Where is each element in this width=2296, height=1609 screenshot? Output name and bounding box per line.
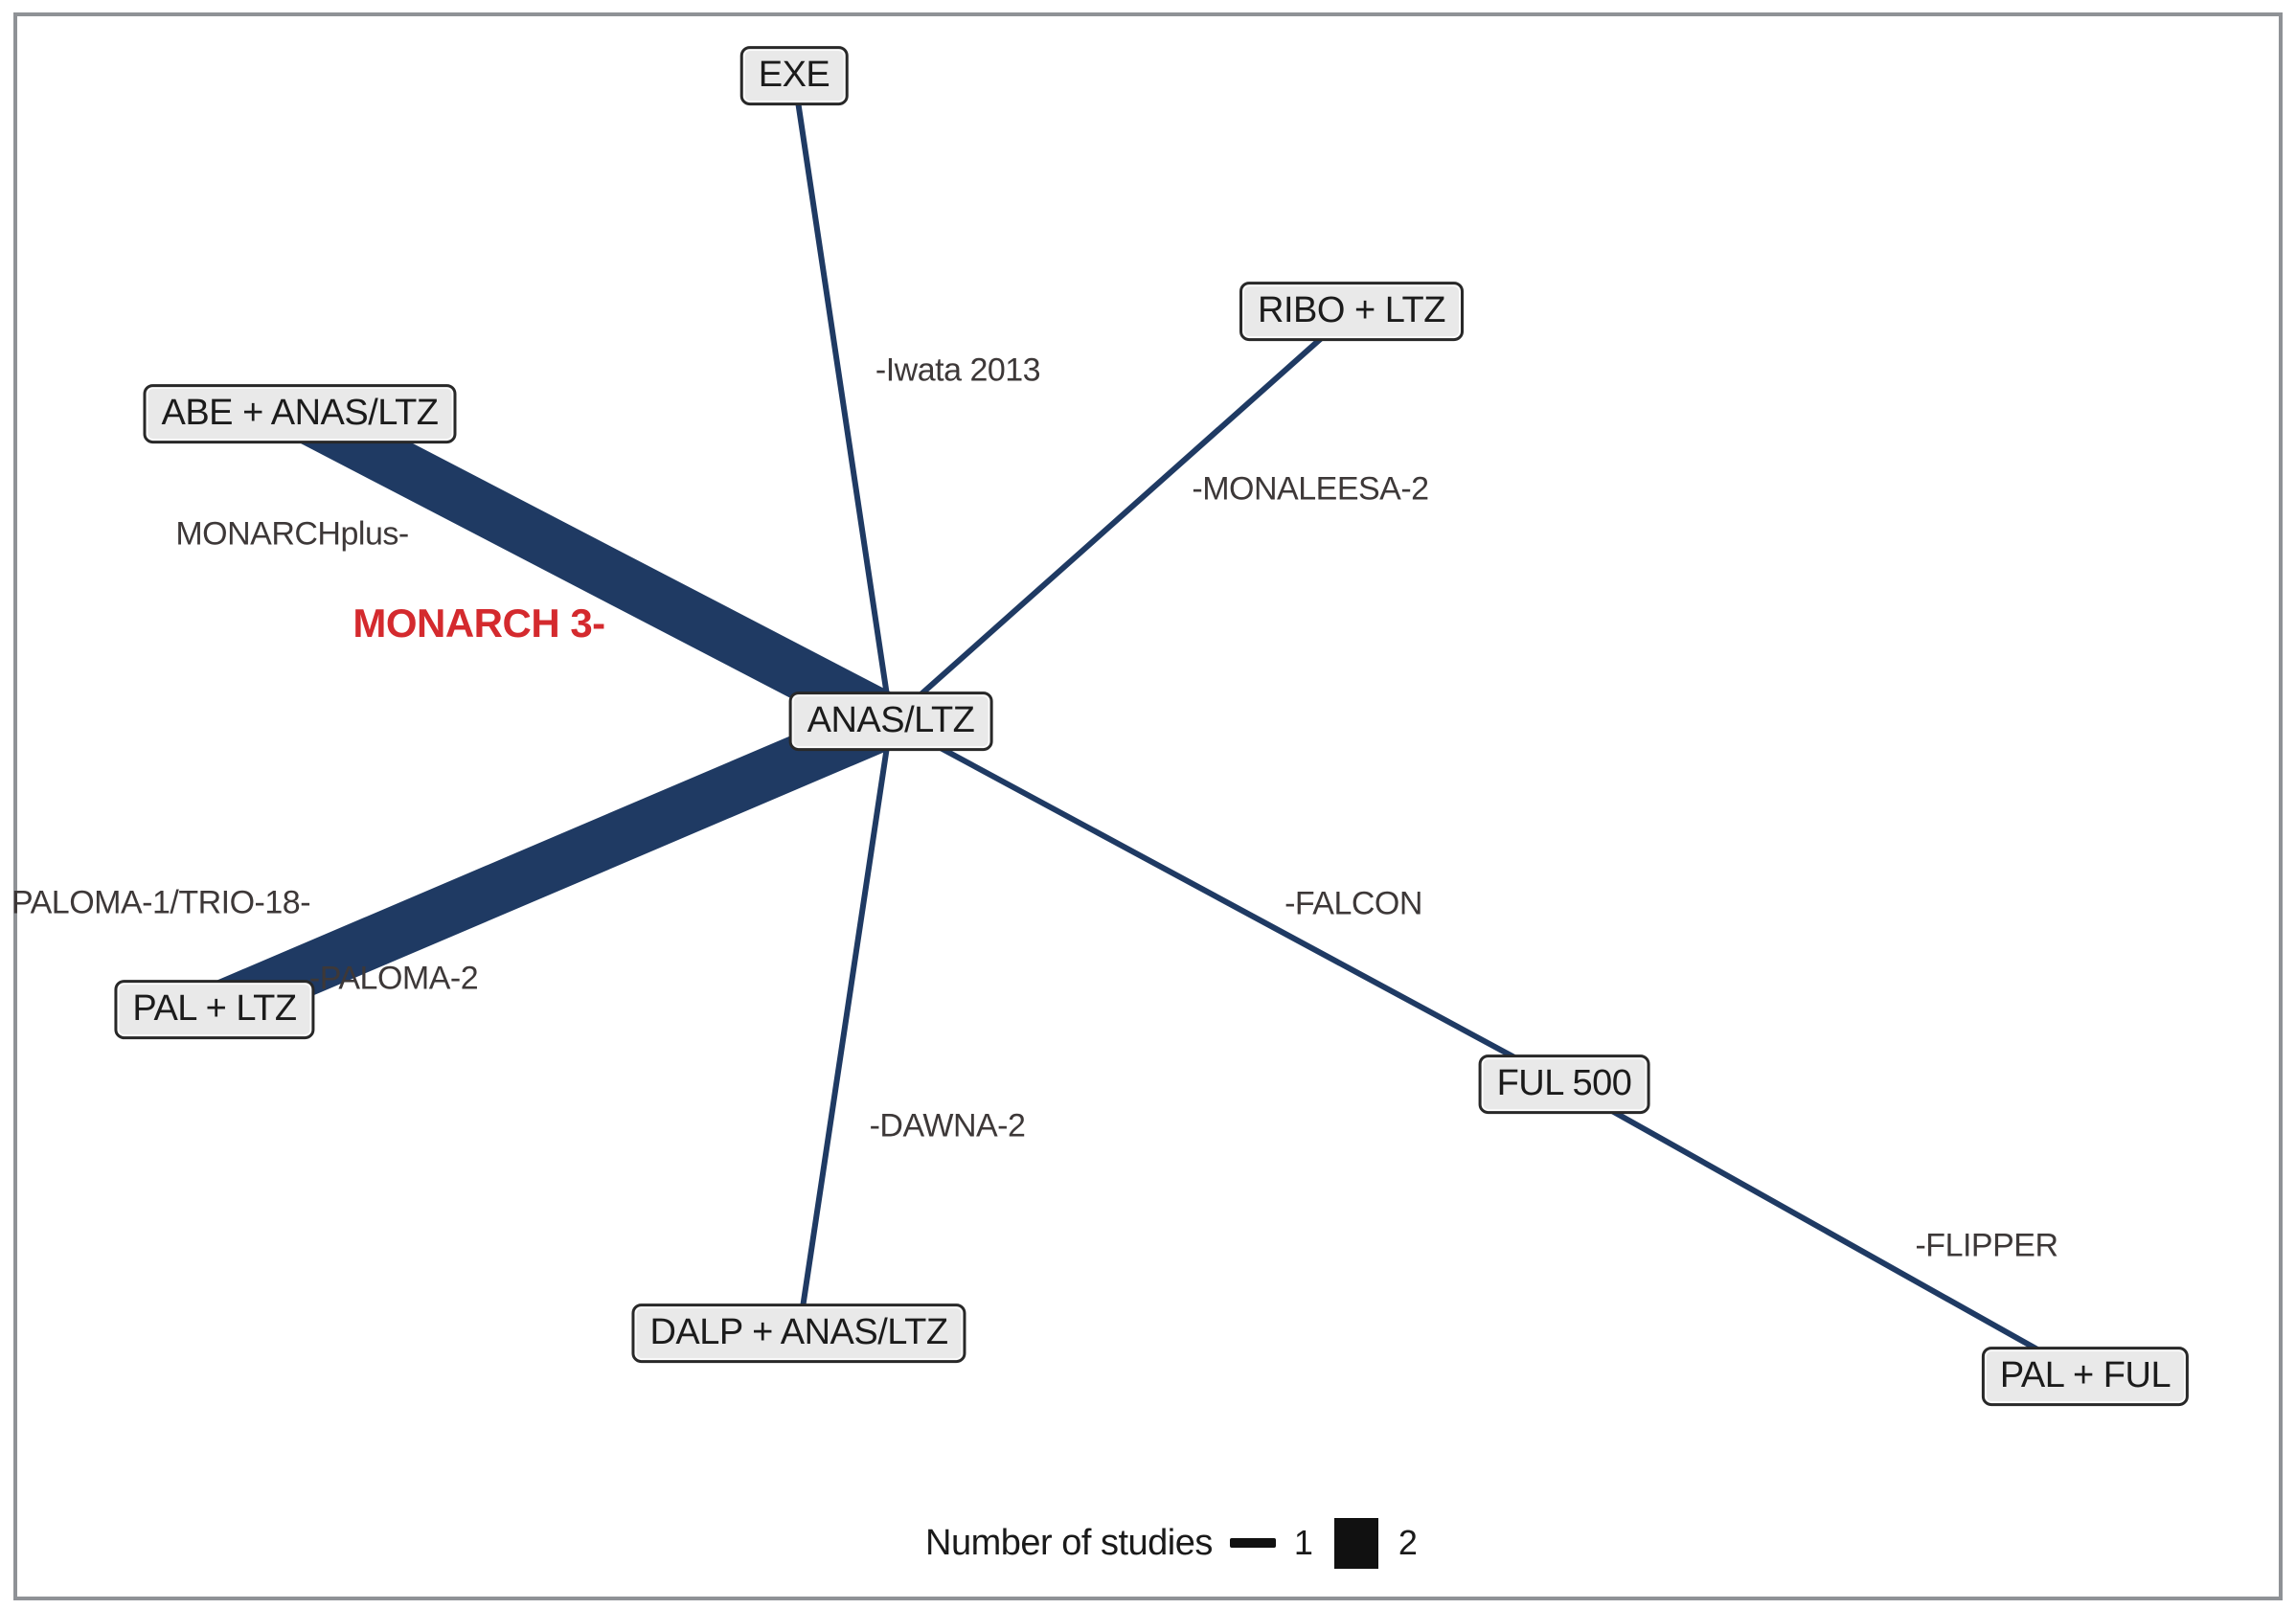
- edge-anas_ltz-ful500: [889, 718, 1566, 1087]
- legend-one-study-line-swatch: [1229, 1538, 1276, 1548]
- legend-title: Number of studies: [925, 1522, 1213, 1563]
- node-ribo_ltz: RIBO + LTZ: [1239, 282, 1464, 341]
- study-label-dawna-2: -DAWNA-2: [869, 1107, 1026, 1144]
- node-anas_ltz: ANAS/LTZ: [788, 691, 993, 751]
- edge-abe_anas_ltz-anas_ltz: [287, 391, 903, 744]
- legend-one-study-label: 1: [1293, 1523, 1313, 1562]
- node-exe: EXE: [739, 46, 849, 105]
- study-label-monarchplus: MONARCHplus-: [175, 515, 409, 553]
- edge-anas_ltz-dalp_anas_ltz: [796, 720, 894, 1334]
- edge-ribo_ltz-anas_ltz: [889, 308, 1353, 724]
- study-label-paloma-1-trio-18: PALOMA-1/TRIO-18-: [11, 884, 311, 921]
- edge-ful500-pal_ful: [1562, 1081, 2087, 1379]
- study-label-monaleesa-2: -MONALEESA-2: [1192, 470, 1429, 508]
- legend-two-studies-label: 2: [1398, 1523, 1418, 1562]
- edge-exe-anas_ltz: [791, 75, 894, 722]
- node-abe_anas_ltz: ABE + ANAS/LTZ: [143, 384, 457, 443]
- study-label-paloma-2: -PALOMA-2: [308, 960, 479, 997]
- node-ful500: FUL 500: [1478, 1054, 1650, 1114]
- edge-pal_ltz-anas_ltz: [204, 697, 901, 1033]
- study-label-iwata-2013: -Iwata 2013: [875, 351, 1041, 389]
- study-label-flipper: -FLIPPER: [1915, 1227, 2058, 1264]
- figure-frame: [13, 12, 2283, 1600]
- node-pal_ltz: PAL + LTZ: [114, 980, 315, 1039]
- legend-two-studies-square-swatch: [1333, 1517, 1378, 1569]
- study-label-falcon: -FALCON: [1284, 885, 1422, 922]
- node-pal_ful: PAL + FUL: [1981, 1347, 2190, 1406]
- node-dalp_anas_ltz: DALP + ANAS/LTZ: [631, 1303, 966, 1363]
- study-label-monarch-3: MONARCH 3-: [352, 601, 605, 646]
- legend: Number of studies 1 2: [925, 1515, 1418, 1571]
